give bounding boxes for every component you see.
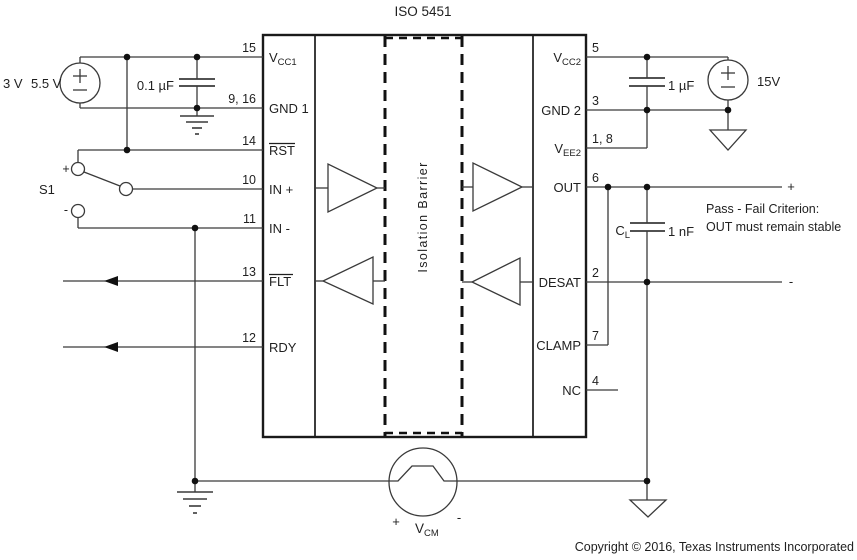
svg-text:7: 7	[592, 329, 599, 343]
input-forward-buffer-icon	[315, 162, 385, 214]
input-voltage-source-icon	[59, 62, 101, 104]
desat-terminal-minus: -	[789, 274, 793, 289]
isolation-barrier-lines	[383, 36, 464, 436]
gnd1-earth-ground-icon	[180, 115, 214, 135]
ic-body	[261, 33, 588, 439]
isolation-barrier-label: Isolation Barrier	[416, 161, 430, 272]
svg-text:VCC1: VCC1	[269, 50, 297, 68]
ic-title: ISO 5451	[394, 4, 451, 19]
svg-text:15: 15	[242, 41, 256, 55]
output-bypass-capacitor-icon	[629, 77, 665, 87]
switch-plus-label: +	[62, 162, 69, 176]
input-supply-max-label: 5.5 V	[31, 76, 62, 91]
svg-text:RST: RST	[269, 143, 295, 158]
output-bypass-capacitor-value: 1 µF	[668, 78, 694, 93]
svg-text:12: 12	[242, 331, 256, 345]
load-capacitor-name: CL	[615, 223, 630, 241]
svg-text:1, 8: 1, 8	[592, 132, 613, 146]
switch-s1-label: S1	[39, 182, 55, 197]
output-forward-buffer-icon	[462, 161, 533, 213]
svg-text:GND 2: GND 2	[541, 103, 581, 118]
output-supply-value: 15V	[757, 74, 780, 89]
bottom-left-earth-ground-icon	[177, 481, 213, 514]
vcm-plus-label: +	[392, 514, 400, 529]
svg-text:VCC2: VCC2	[553, 50, 581, 68]
left-pin-labels: VCC1 GND 1 RST IN + IN - FLT RDY	[269, 50, 309, 355]
svg-text:IN +: IN +	[269, 182, 293, 197]
svg-text:13: 13	[242, 265, 256, 279]
switch-s1-icon	[70, 161, 134, 219]
flt-arrow-icon	[104, 276, 118, 286]
svg-text:GND 1: GND 1	[269, 101, 309, 116]
svg-text:IN -: IN -	[269, 221, 290, 236]
output-voltage-source-icon	[707, 59, 749, 101]
right-pin-labels: VCC2 GND 2 VEE2 OUT DESAT CLAMP NC	[536, 50, 581, 398]
svg-text:RDY: RDY	[269, 340, 297, 355]
input-bypass-capacitor-icon	[179, 78, 215, 87]
svg-text:9, 16: 9, 16	[228, 92, 256, 106]
pass-fail-criterion-line2: OUT must remain stable	[706, 220, 841, 234]
copyright-text: Copyright © 2016, Texas Instruments Inco…	[575, 540, 854, 554]
output-supply-ground-icon	[708, 129, 748, 151]
switch-minus-label: -	[64, 203, 68, 217]
svg-text:CLAMP: CLAMP	[536, 338, 581, 353]
input-bypass-capacitor-value: 0.1 µF	[137, 78, 174, 93]
load-capacitor-icon	[630, 222, 665, 232]
svg-text:5: 5	[592, 41, 599, 55]
bottom-right-ground-icon	[628, 499, 668, 518]
input-reverse-buffer-icon	[315, 255, 385, 306]
svg-text:FLT: FLT	[269, 274, 291, 289]
left-pin-numbers: 15 9, 16 14 10 11 13 12	[228, 41, 256, 345]
right-wires	[195, 56, 782, 500]
input-supply-min-label: 3 V	[3, 76, 23, 91]
svg-text:2: 2	[592, 266, 599, 280]
svg-text:11: 11	[243, 212, 256, 226]
svg-text:NC: NC	[562, 383, 581, 398]
out-terminal-plus: +	[787, 179, 795, 194]
rdy-arrow-icon	[104, 342, 118, 352]
svg-text:6: 6	[592, 171, 599, 185]
load-capacitor-value: 1 nF	[668, 224, 694, 239]
svg-text:VEE2: VEE2	[554, 141, 581, 159]
svg-text:4: 4	[592, 374, 599, 388]
svg-text:DESAT: DESAT	[539, 275, 581, 290]
vcm-minus-label: -	[457, 510, 461, 525]
right-pin-numbers: 5 3 1, 8 6 2 7 4	[592, 41, 613, 388]
vcm-source-icon	[388, 447, 458, 517]
svg-text:3: 3	[592, 94, 599, 108]
svg-text:14: 14	[242, 134, 256, 148]
junction-dots	[123, 53, 732, 485]
left-wires	[63, 56, 263, 481]
svg-text:10: 10	[242, 173, 256, 187]
svg-text:OUT: OUT	[554, 180, 582, 195]
pass-fail-criterion-line1: Pass - Fail Criterion:	[706, 202, 819, 216]
vcm-source-name: VCM	[415, 521, 439, 539]
output-reverse-buffer-icon	[462, 256, 533, 307]
